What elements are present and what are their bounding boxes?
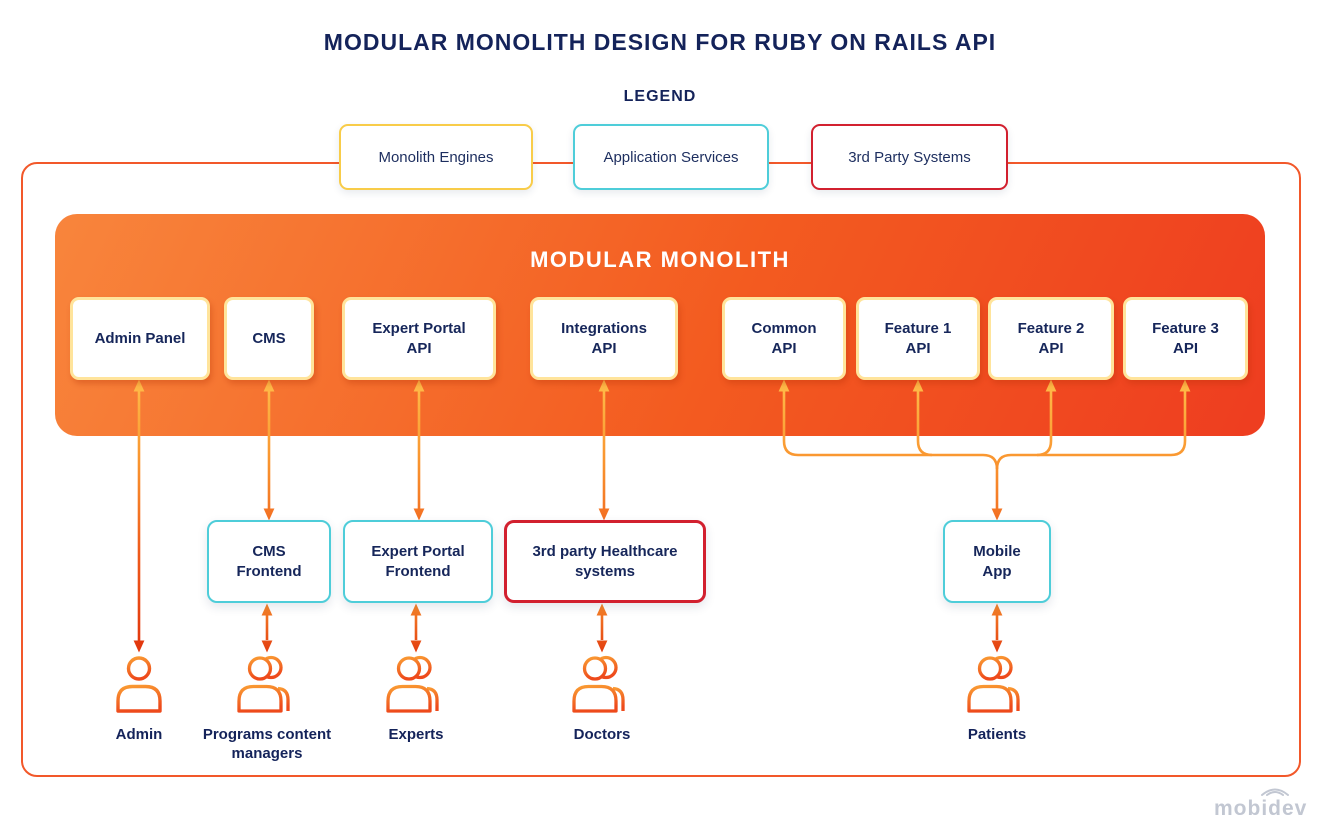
legend-item-application-services: Application Services — [573, 124, 769, 190]
monolith-title: MODULAR MONOLITH — [530, 247, 790, 272]
service-label: Mobile App — [973, 543, 1021, 580]
system-3rd-party-healthcare: 3rd party Healthcare systems — [504, 520, 706, 603]
user-label: Doctors — [573, 726, 631, 743]
people-icon — [570, 655, 634, 713]
module-label: Integrations API — [561, 320, 647, 357]
people-icon — [384, 655, 448, 713]
legend-item-3rd-party-systems: 3rd Party Systems — [811, 124, 1008, 190]
user-label: Admin — [115, 726, 163, 743]
service-label: 3rd party Healthcare systems — [532, 543, 678, 580]
brand-logo: mobidev — [1208, 782, 1312, 827]
brand-text: mobidev — [1214, 797, 1307, 820]
user-doctors: Doctors — [512, 655, 692, 745]
service-mobile-app: Mobile App — [943, 520, 1051, 603]
legend-label: Application Services — [603, 148, 739, 166]
module-label: Feature 1 API — [884, 320, 952, 357]
module-feature-2-api: Feature 2 API — [988, 297, 1114, 380]
user-label: Programs content managers — [202, 726, 332, 762]
module-label: CMS — [252, 329, 286, 347]
service-label: Expert Portal Frontend — [371, 543, 465, 580]
legend-heading: LEGEND — [623, 88, 697, 105]
legend-label: 3rd Party Systems — [848, 148, 971, 166]
people-icon — [235, 655, 299, 713]
module-common-api: Common API — [722, 297, 846, 380]
person-icon — [111, 655, 167, 713]
service-cms-frontend: CMS Frontend — [207, 520, 331, 603]
module-label: Common API — [751, 320, 817, 357]
module-label: Feature 2 API — [1017, 320, 1085, 357]
user-label: Patients — [967, 726, 1027, 743]
module-feature-1-api: Feature 1 API — [856, 297, 980, 380]
module-label: Expert Portal API — [372, 320, 466, 357]
legend-label: Monolith Engines — [378, 148, 494, 166]
user-programs-content-managers: Programs content managers — [177, 655, 357, 764]
user-label: Experts — [388, 726, 444, 743]
module-cms: CMS — [224, 297, 314, 380]
module-label: Feature 3 API — [1152, 320, 1219, 357]
user-admin: Admin — [49, 655, 229, 745]
module-expert-portal-api: Expert Portal API — [342, 297, 496, 380]
user-patients: Patients — [907, 655, 1087, 745]
service-expert-portal-frontend: Expert Portal Frontend — [343, 520, 493, 603]
people-icon — [965, 655, 1029, 713]
module-admin-panel: Admin Panel — [70, 297, 210, 380]
service-label: CMS Frontend — [236, 543, 302, 580]
module-feature-3-api: Feature 3 API — [1123, 297, 1248, 380]
module-integrations-api: Integrations API — [530, 297, 678, 380]
user-experts: Experts — [326, 655, 506, 745]
legend-item-monolith-engines: Monolith Engines — [339, 124, 533, 190]
page-title: MODULAR MONOLITH DESIGN FOR RUBY ON RAIL… — [323, 29, 997, 55]
module-label: Admin Panel — [94, 329, 186, 347]
